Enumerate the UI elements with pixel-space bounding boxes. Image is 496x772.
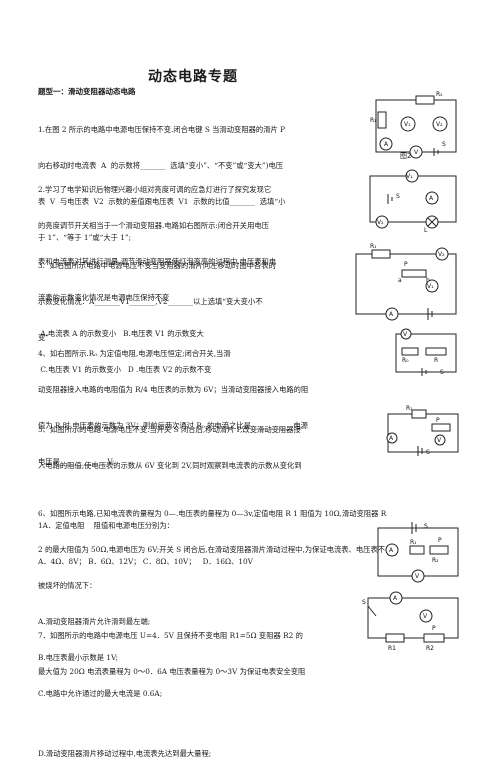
circuit-figure-2: R₂ R₁ V₁ V₂ A V S (370, 91, 457, 159)
circuit-figure-q4: V R₀ R S (395, 328, 457, 376)
question-4: 4、如右图所示.R₀ 为定值电阻,电源电压恒定;闭合开关,当滑 动变阻器接入电路… (38, 349, 309, 466)
svg-text:a: a (398, 277, 402, 284)
circuit-figure-q6: S A R₁ P R₂ V (377, 522, 459, 583)
svg-text:P: P (404, 261, 408, 268)
question-2: 2.学习了电学知识后物理兴趣小组对亮度可调的应急灯进行了探究发现它 的亮度调节开… (38, 185, 277, 374)
svg-text:A: A (429, 195, 434, 202)
circuit-figure-q2: V₁ S A V₂ L (369, 169, 457, 234)
svg-text:V: V (403, 331, 408, 338)
svg-text:R₂: R₂ (432, 557, 439, 564)
question-7: 7．如图所示的电路中电源电压 U=4．5V 且保持不变电阻 R1=5Ω 变阻器 … (38, 631, 306, 676)
svg-text:R1: R1 (388, 645, 396, 652)
circuit-figure-q7: S A V R1 R2 P (362, 591, 459, 652)
circuit-figure-q3: R₁ V₂ P a b V₁ A (355, 243, 457, 321)
svg-text:R₁: R₁ (406, 405, 413, 412)
svg-text:V₁: V₁ (427, 283, 434, 290)
svg-text:P: P (438, 537, 442, 544)
svg-text:R2: R2 (426, 645, 434, 652)
svg-text:A: A (389, 547, 394, 554)
svg-text:R₀: R₀ (402, 357, 409, 364)
svg-text:S: S (440, 369, 444, 376)
svg-text:R₁: R₁ (370, 243, 377, 250)
svg-text:S: S (426, 449, 430, 456)
svg-text:A: A (389, 311, 394, 318)
svg-text:V₂: V₂ (377, 219, 384, 226)
svg-text:L: L (424, 227, 428, 234)
voltmeter-v2-label: V₂ (436, 121, 443, 128)
svg-text:S: S (396, 193, 400, 200)
svg-text:A: A (393, 595, 398, 602)
switch-label: S (442, 141, 446, 148)
svg-text:V₂: V₂ (438, 251, 445, 258)
circuit-figure-q5: R₁ P A V S (386, 405, 459, 456)
svg-text:V: V (437, 437, 442, 444)
ammeter-label: A (384, 141, 389, 148)
svg-text:S: S (424, 523, 428, 530)
svg-text:R₁: R₁ (410, 539, 417, 546)
label-r2: R₂ (436, 91, 443, 98)
question-5: 5、如图所示的电路.电源电压不变.当开关 S 闭合后,移动滑片 P,改变滑动变阻… (38, 425, 302, 566)
page-title: 动态电路专题 (148, 69, 238, 85)
voltmeter-v1-label: V₁ (404, 121, 411, 128)
svg-text:b: b (426, 277, 430, 284)
svg-text:P: P (436, 417, 440, 424)
svg-text:V₁: V₁ (406, 173, 413, 180)
svg-text:S: S (362, 599, 366, 606)
svg-text:V: V (423, 613, 428, 620)
svg-text:R₁: R₁ (370, 117, 377, 124)
figure-2-caption: 图2 (400, 152, 412, 160)
svg-text:V: V (415, 573, 420, 580)
svg-text:R: R (434, 357, 438, 364)
question-1: 1.在图 2 所示的电路中电源电压保持不变.闭合电键 S 当滑动变阻器的滑片 P… (38, 125, 286, 242)
svg-text:P: P (432, 625, 436, 632)
question-3: 3. 如右图所示电路中电源电压不变当变阻器的滑片向左移动时图中各表的 示数变化情… (38, 261, 276, 342)
svg-text:A: A (389, 435, 394, 442)
section-heading: 题型一：滑动变阻器动态电路 (38, 87, 136, 96)
voltmeter-v-label: V (414, 149, 419, 156)
